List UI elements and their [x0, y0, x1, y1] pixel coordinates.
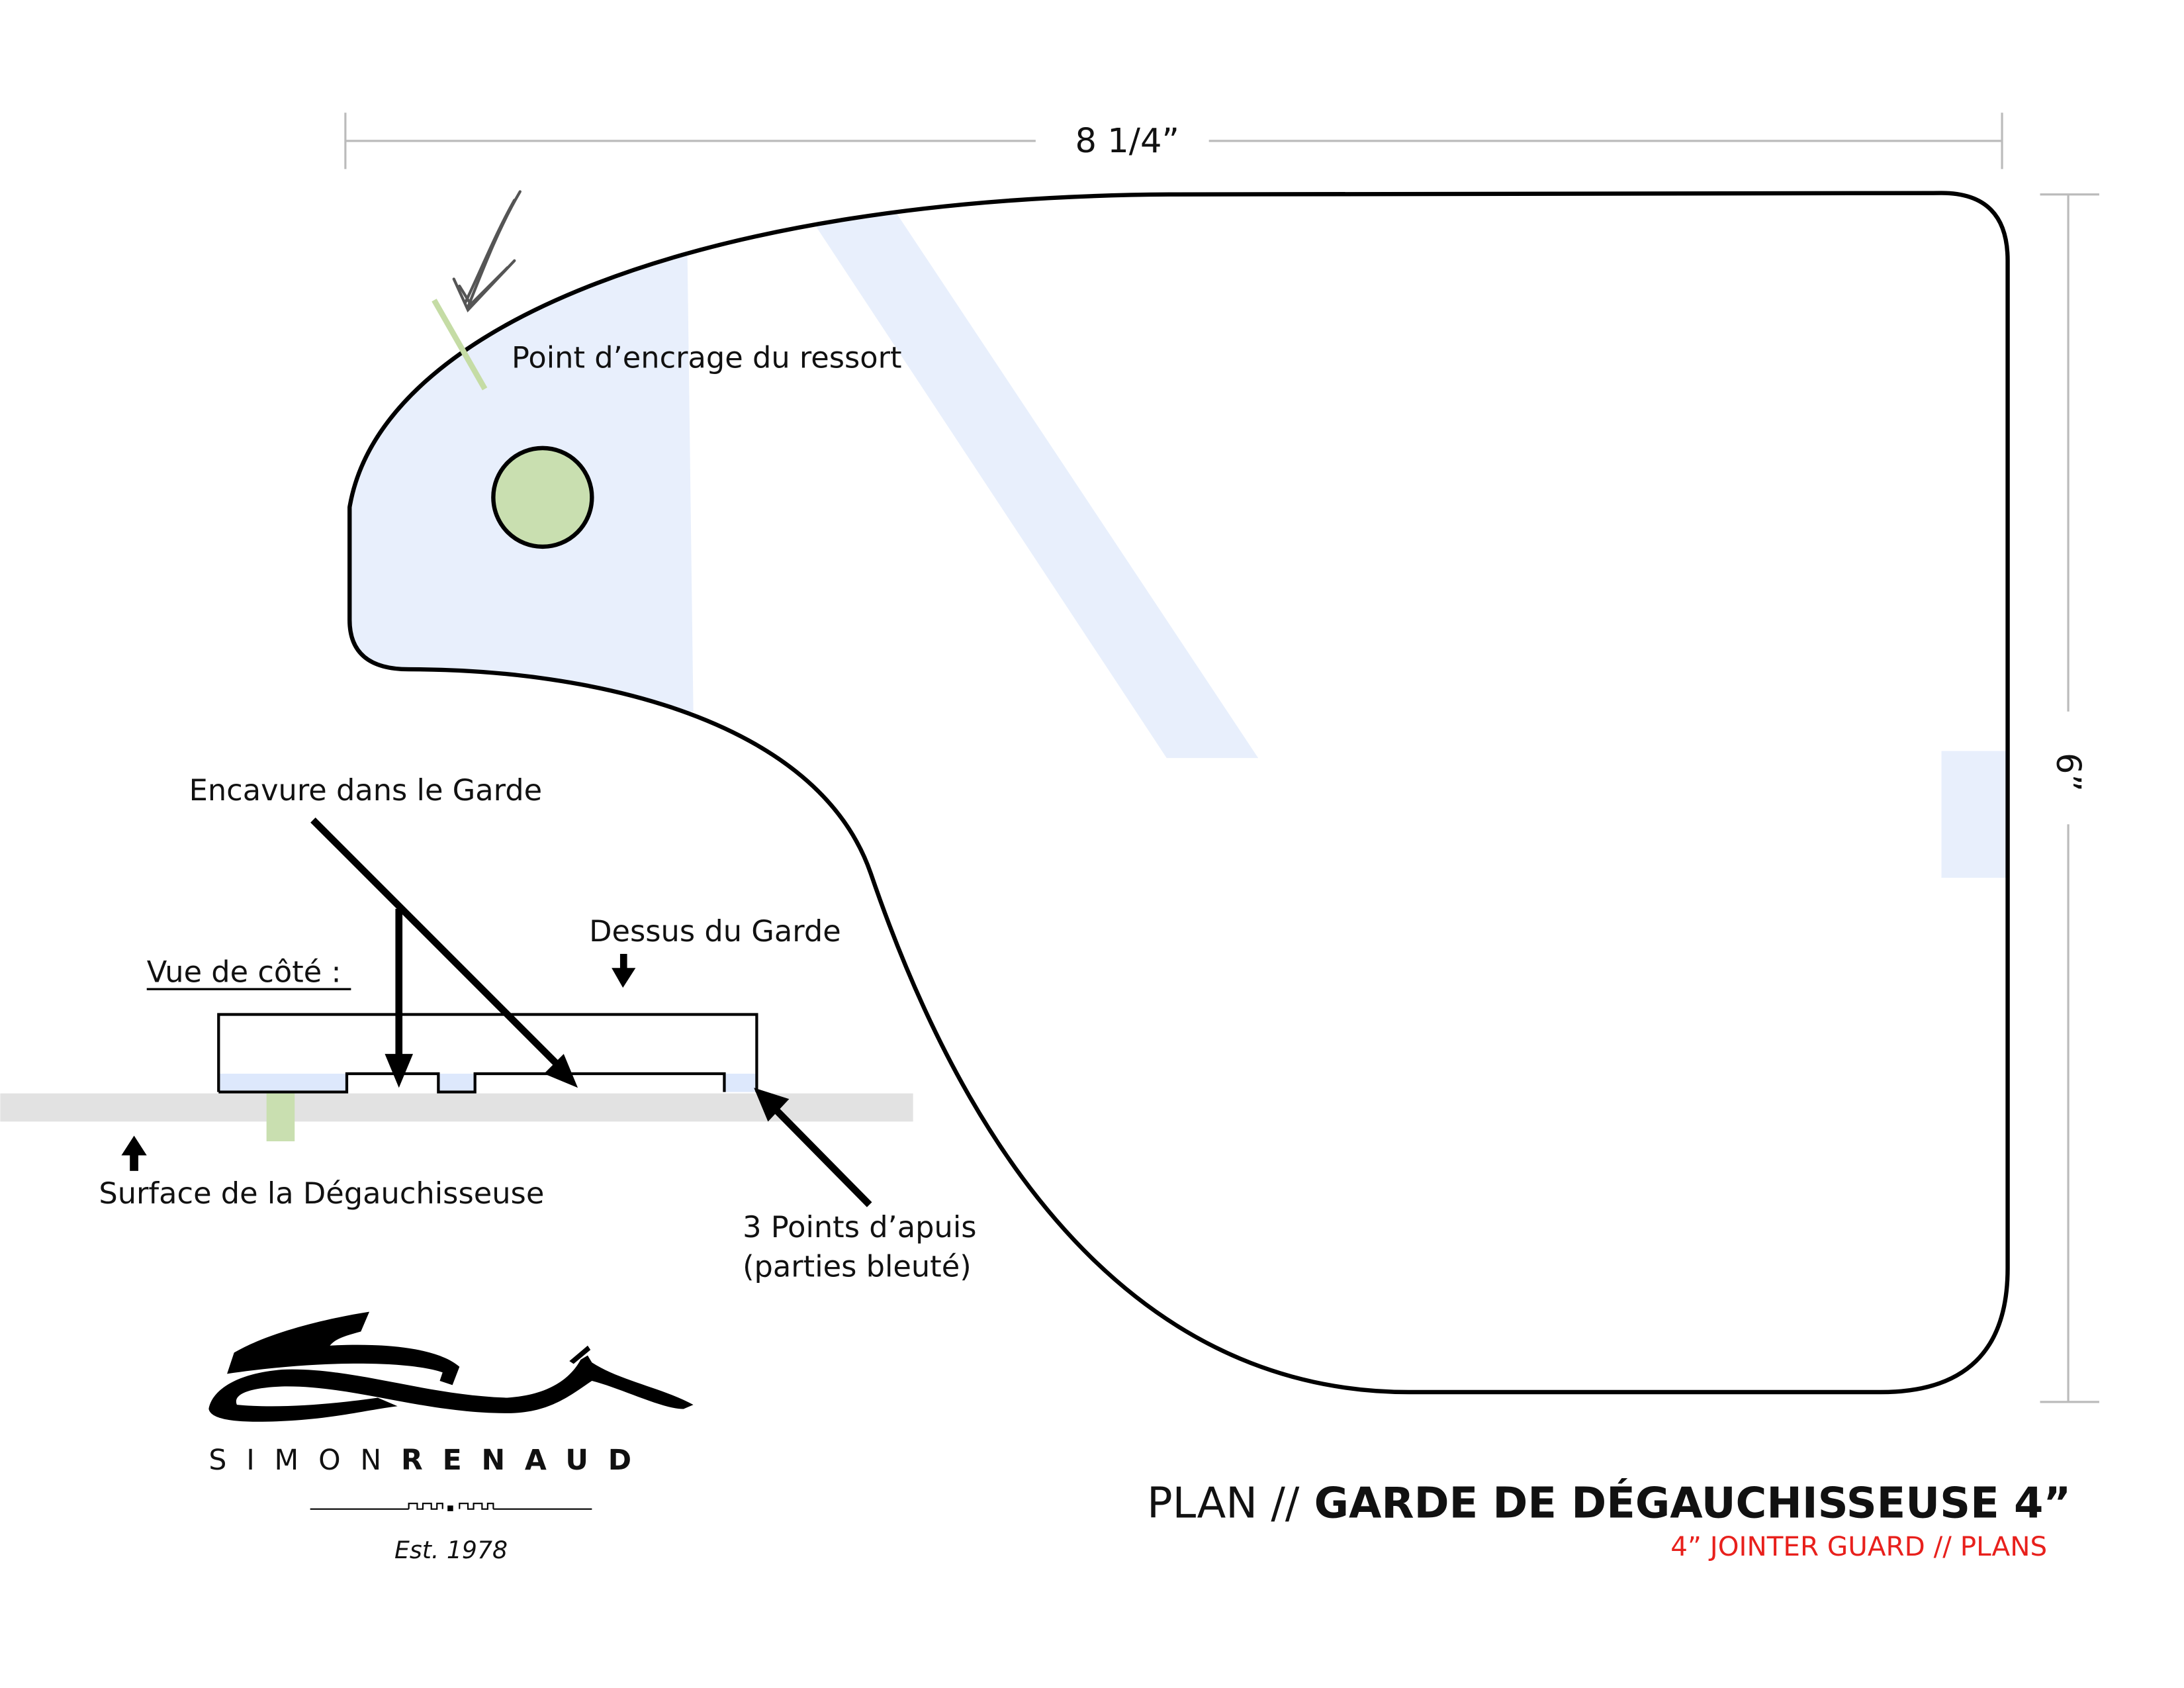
down-arrow-icon: [612, 954, 636, 988]
pencil-arrow-icon: [452, 190, 522, 313]
jointer-surface-label: Surface de la Dégauchisseuse: [99, 1176, 544, 1211]
top-of-guard-label: Dessus du Garde: [589, 914, 841, 949]
side-view-blue-points: [220, 1073, 757, 1092]
plan-subtitle: 4” JOINTER GUARD // PLANS: [1670, 1530, 2047, 1562]
up-arrow-icon: [121, 1135, 147, 1171]
spring-anchor-label: Point d’encrage du ressort: [512, 341, 902, 375]
logo-established: Est. 1978: [394, 1536, 508, 1564]
spring-position-mark: [266, 1093, 295, 1142]
side-view-label: Vue de côté :: [147, 955, 341, 990]
support-points-note: (parties bleuté): [743, 1249, 972, 1284]
recess-arrows: [310, 818, 578, 1088]
height-label: 6”: [2048, 753, 2087, 792]
pivot-hole: [491, 445, 594, 549]
support-points-label: 3 Points d’apuis: [743, 1210, 976, 1244]
spring-anchor-mark: [432, 299, 488, 391]
plan-title: PLAN // GARDE DE DÉGAUCHISSEUSE 4”: [1147, 1477, 2071, 1528]
side-view-profile: [217, 1013, 758, 1094]
guard-outline: [347, 191, 2010, 1395]
logo-ornament: [310, 1503, 592, 1511]
recess-label: Encavure dans le Garde: [189, 773, 543, 808]
blue-support-areas: [349, 193, 2008, 878]
support-points-arrow: [754, 1088, 872, 1207]
width-label: 8 1/4”: [1075, 122, 1179, 161]
height-dimension: [2040, 193, 2099, 1403]
width-dimension: [344, 113, 2003, 169]
logo-name: SIMONRENAUD: [208, 1444, 651, 1477]
simon-renaud-logo: [208, 1311, 694, 1422]
